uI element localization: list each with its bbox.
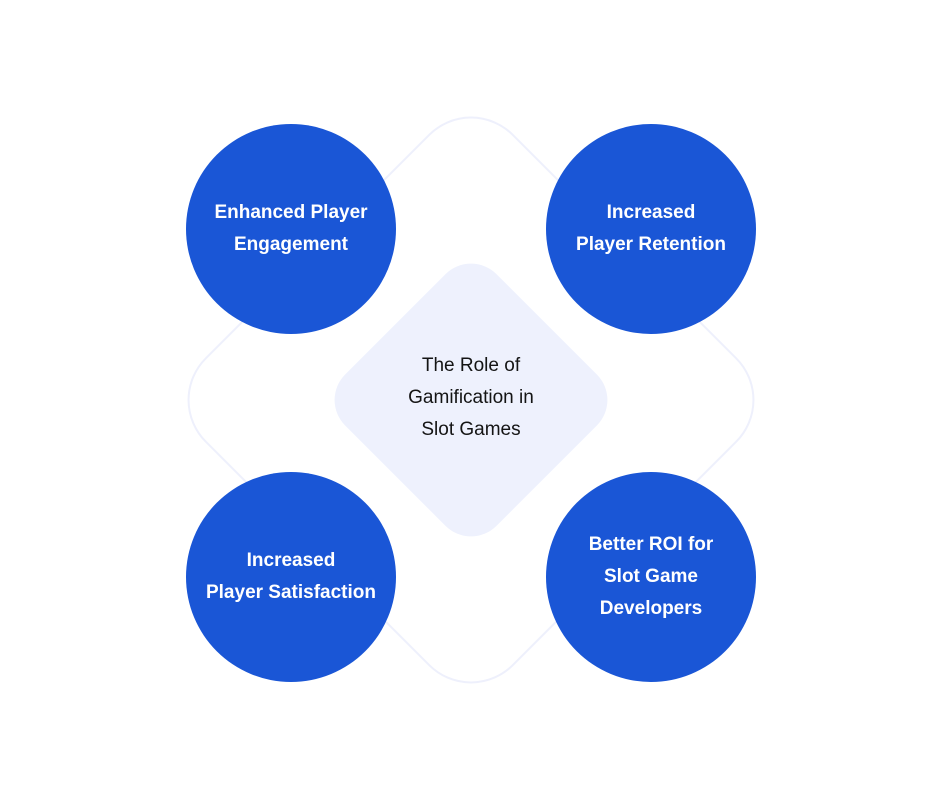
node-increased-player-satisfaction: Increased Player Satisfaction: [186, 472, 396, 682]
node-increased-player-retention: Increased Player Retention: [546, 124, 756, 334]
center-title-line: Gamification in: [408, 387, 534, 408]
node-label: Enhanced Player Engagement: [206, 197, 375, 261]
node-label-line: Developers: [599, 598, 703, 619]
center-title-line: The Role of: [421, 355, 521, 376]
node-label-line: Increased: [246, 550, 336, 571]
center-title: The Role of Gamification in Slot Games: [371, 350, 571, 446]
node-better-roi: Better ROI for Slot Game Developers: [546, 472, 756, 682]
center-title-line: Slot Games: [421, 419, 521, 440]
node-label-line: Slot Game: [604, 566, 698, 587]
node-label-line: Better ROI for: [588, 534, 714, 555]
node-label: Increased Player Satisfaction: [198, 545, 384, 609]
node-label-line: Increased: [606, 202, 696, 223]
node-enhanced-player-engagement: Enhanced Player Engagement: [186, 124, 396, 334]
node-label-line: Enhanced Player: [214, 202, 368, 223]
node-label: Better ROI for Slot Game Developers: [581, 529, 722, 625]
node-label-line: Player Retention: [576, 234, 726, 255]
node-label: Increased Player Retention: [568, 197, 734, 261]
node-label-line: Player Satisfaction: [205, 582, 377, 603]
node-label-line: Engagement: [233, 234, 349, 255]
